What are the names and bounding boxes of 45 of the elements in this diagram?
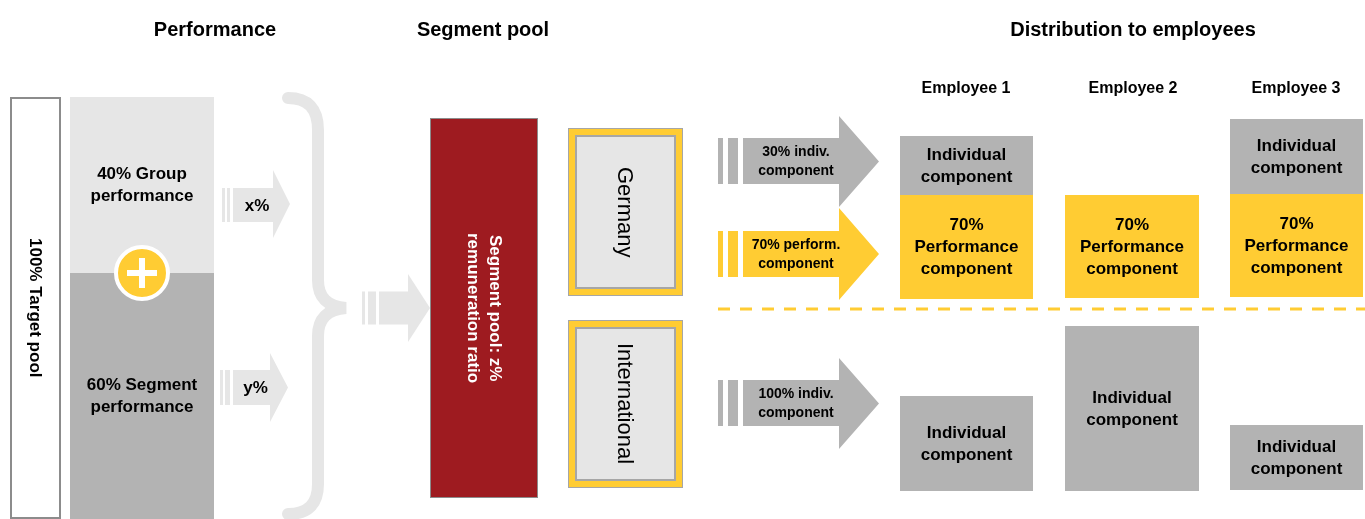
segment-pool-box [430,118,538,498]
block-arrow [362,274,430,342]
performance-component-box [1065,195,1199,298]
node-label: 70% Performance component [1079,213,1185,280]
arrow-label: x% [243,194,271,217]
node-label: Individual component [919,421,1014,466]
node-label: International [612,343,639,465]
node-label: Individual component [1249,134,1344,179]
performance-component-box [1230,194,1363,297]
node-label: Segment pool: z% remuneration ratio [463,231,506,386]
employee-heading: Employee 1 [920,78,1012,98]
individual-component-box [900,136,1033,195]
group-performance-box [70,97,214,273]
node-label: Germany [612,166,639,258]
segment-performance-box [70,273,214,519]
block-arrow [220,353,288,422]
region-box [568,128,683,296]
column-heading: Segment pool [415,17,551,42]
column-heading: Distribution to employees [1009,17,1257,42]
employee-heading: Employee 2 [1087,78,1179,98]
individual-component-box [1065,326,1199,491]
node-label: 40% Group performance [89,163,195,207]
node-label: 100% Target pool [25,238,47,378]
block-arrow [718,358,879,449]
block-arrow [718,208,879,300]
individual-component-box [1230,119,1363,194]
node-label: Individual component [1249,435,1344,480]
individual-component-box [1230,425,1363,490]
node-label: 60% Segment performance [85,374,199,418]
arrow-label: 70% perform. component [750,235,842,273]
block-arrow [718,116,879,207]
target-pool-box [10,97,61,519]
node-label: 70% Performance component [913,214,1020,280]
performance-component-box [900,195,1033,299]
node-label: Individual component [1085,386,1179,431]
block-arrow [222,170,290,238]
column-heading: Performance [152,17,278,42]
employee-heading: Employee 3 [1250,78,1342,98]
arrow-label: y% [242,377,269,399]
node-label: Individual component [919,143,1014,188]
region-box [568,320,683,488]
arrow-label: 100% indiv. component [757,384,835,422]
arrow-label: 30% indiv. component [757,142,835,180]
node-label: 70% Performance component [1243,212,1350,279]
individual-component-box [900,396,1033,491]
